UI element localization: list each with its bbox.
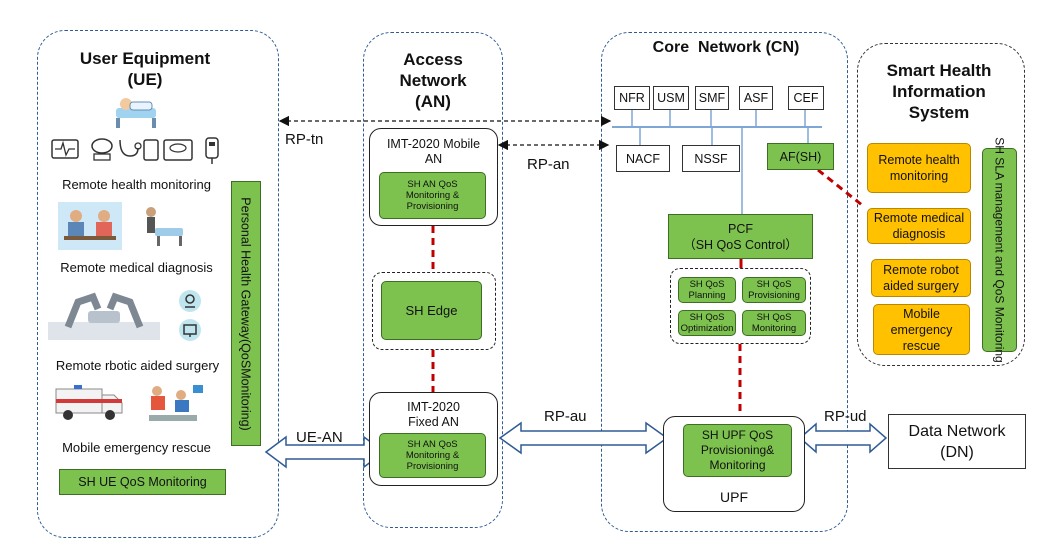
shis-region <box>857 43 1025 366</box>
qos-fn-optimization: SH QoS Optimization <box>678 310 736 336</box>
rp-tn-label: RP-tn <box>285 131 324 148</box>
qos-fn-monitoring: SH QoS Monitoring <box>742 310 806 336</box>
ambulance-icon <box>52 381 124 423</box>
medical-devices-icons <box>50 134 230 166</box>
paramedic-rescue-icon <box>141 381 205 425</box>
nf-cef: CEF <box>788 86 824 110</box>
ue-item-robotic-surgery: Remote rbotic aided surgery <box>55 358 220 373</box>
shis-item-health-monitoring: Remote health monitoring <box>867 143 971 193</box>
patient-bed-icon <box>137 202 185 250</box>
cn-region <box>601 32 848 532</box>
sh-edge: SH Edge <box>381 281 482 340</box>
af-shis-link <box>817 168 863 207</box>
pcf-box: PCF（SH QoS Control） <box>668 214 813 259</box>
fixed-an-qos-box: SH AN QoS Monitoring & Provisioning <box>379 433 486 478</box>
ue-item-emergency-rescue: Mobile emergency rescue <box>62 440 211 455</box>
qos-fn-provisioning: SH QoS Provisioning <box>742 277 806 303</box>
shis-sla-management: SH SLA management and QoS Monitoring <box>982 137 1017 363</box>
an-region <box>363 32 503 528</box>
webcam-icon <box>178 289 202 313</box>
nf-nacf: NACF <box>616 145 670 172</box>
surgical-robot-icon <box>48 287 160 342</box>
nf-asf: ASF <box>739 86 773 110</box>
ue-region <box>37 30 279 538</box>
personal-health-gateway: Personal Health Gateway(QoSMonitoring) <box>231 181 261 446</box>
cn-title: Core Network (CN) <box>652 39 800 56</box>
rp-au-label: RP-au <box>544 408 587 425</box>
nf-smf: SMF <box>695 86 729 110</box>
monitor-icon <box>178 318 202 342</box>
shis-item-emergency-rescue: Mobile emergency rescue <box>873 304 970 355</box>
hospital-bed-icon <box>112 88 160 130</box>
nf-nfr: NFR <box>614 86 650 110</box>
data-network: Data Network(DN) <box>888 414 1026 469</box>
upf-label: UPF <box>720 489 748 505</box>
ue-an-label: UE-AN <box>296 429 343 446</box>
shis-item-medical-diagnosis: Remote medical diagnosis <box>867 208 971 244</box>
ue-item-health-monitoring: Remote health monitoring <box>62 177 211 192</box>
nf-usm: USM <box>653 86 689 110</box>
ue-item-medical-diagnosis: Remote medical diagnosis <box>60 260 213 275</box>
doctor-consultation-icon <box>58 202 122 250</box>
af-sh: AF(SH) <box>767 143 834 170</box>
mobile-an-qos-box: SH AN QoS Monitoring & Provisioning <box>379 172 486 219</box>
upf-qos-box: SH UPF QoS Provisioning& Monitoring <box>683 424 792 477</box>
rp-ud-arrow <box>798 422 888 454</box>
nf-nssf: NSSF <box>682 145 740 172</box>
qos-fn-planning: SH QoS Planning <box>678 277 736 303</box>
ue-title: User Equipment(UE) <box>79 49 211 89</box>
ue-qos-monitoring: SH UE QoS Monitoring <box>59 469 226 495</box>
rp-ud-label: RP-ud <box>824 408 867 425</box>
shis-item-robot-surgery: Remote robot aided surgery <box>871 259 971 297</box>
rp-an-label: RP-an <box>527 156 570 173</box>
rp-au-arrow <box>498 421 669 455</box>
